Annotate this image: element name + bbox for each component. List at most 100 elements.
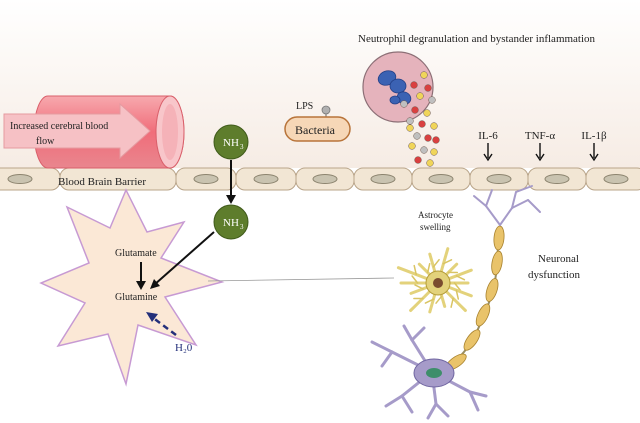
bacteria <box>284 116 351 142</box>
water-arrow <box>151 316 177 336</box>
granule <box>418 120 426 128</box>
granule <box>426 159 434 167</box>
neuronal-label-line1: Neuronal <box>538 253 579 265</box>
neuron-dendrite <box>468 390 480 412</box>
granule <box>406 117 414 125</box>
neuron-nucleus <box>426 368 442 378</box>
myelin-segment <box>463 329 481 351</box>
ammonia-arrowhead <box>150 279 160 289</box>
astrocyte-label-line1: Astrocyte <box>418 210 453 220</box>
neuron-dendrite <box>384 394 404 408</box>
granule <box>430 148 438 156</box>
granule <box>428 96 436 104</box>
ammonia-blood: NH 3 <box>213 124 249 160</box>
ammonia-brain: NH 3 <box>213 204 249 240</box>
neuronal-label-line2: dysfunction <box>528 269 580 281</box>
astrocyte-label-line2: swelling <box>420 222 451 232</box>
connector-line <box>207 277 395 282</box>
bacteria-label: Bacteria <box>295 123 336 137</box>
astrocyte <box>396 247 473 314</box>
astrocyte-branch <box>455 289 460 300</box>
svg-text:NH: NH <box>223 217 239 229</box>
myelin-segment <box>491 250 503 276</box>
astrocyte-branch <box>455 275 466 281</box>
axon-terminal <box>485 205 501 226</box>
lps-molecule <box>321 105 331 115</box>
axon-terminal <box>515 185 533 193</box>
axon-terminal <box>473 195 487 207</box>
cytokine-label: IL-1β <box>581 130 607 142</box>
astrocyte-branch <box>442 259 453 265</box>
granule <box>414 156 422 164</box>
neuron-dendrite <box>426 402 438 420</box>
endothelial-nucleus <box>544 174 570 184</box>
astrocyte-branch <box>432 258 440 268</box>
ammonia-crossing-arrowhead <box>226 195 236 204</box>
granule <box>400 100 408 108</box>
granule <box>406 124 414 132</box>
astrocyte-branch <box>414 284 424 290</box>
granule <box>432 136 440 144</box>
astrocyte-branch <box>450 297 454 308</box>
granule <box>424 134 432 142</box>
svg-text:NH: NH <box>223 137 239 149</box>
svg-text:3: 3 <box>240 223 244 231</box>
astrocyte-branch <box>413 264 417 276</box>
granule <box>430 122 438 130</box>
neuron-dendrite <box>434 402 450 418</box>
astrocyte-branch <box>424 298 435 304</box>
blood-flow-label-line1: Increased cerebral blood <box>10 121 108 132</box>
neutrophil-title: Neutrophil degranulation and bystander i… <box>358 33 596 45</box>
blood-flow-label-line2: flow <box>36 136 55 147</box>
cytokine-arrowhead <box>483 153 493 162</box>
granule <box>424 84 432 92</box>
axon-terminal <box>511 199 529 209</box>
axon-terminal <box>511 191 517 209</box>
myelin-segment <box>485 278 499 302</box>
myelin-segment <box>493 225 505 251</box>
granule <box>423 109 431 117</box>
neutrophil-nucleus <box>377 70 412 105</box>
endothelial-nucleus <box>603 174 629 184</box>
cytokine-arrowhead <box>589 153 599 162</box>
neuron-dendrite <box>370 340 394 354</box>
neuron-dendrite <box>380 350 394 368</box>
neuron-dendrite <box>468 390 488 398</box>
svg-text:3: 3 <box>240 143 244 151</box>
blood-flow-arrow <box>3 102 151 160</box>
glutamine-label: Glutamine <box>115 292 158 303</box>
cytokine-arrowhead <box>535 153 545 162</box>
neuron-dendrite <box>410 326 426 342</box>
axon-terminal <box>485 189 493 207</box>
lps-label: LPS <box>296 101 313 112</box>
endothelial-nucleus <box>193 174 219 184</box>
endothelial-nucleus <box>486 174 512 184</box>
astrocyte-metabolism-star <box>39 188 225 387</box>
granule <box>411 106 419 114</box>
water-arrowhead <box>146 312 158 322</box>
bbb-label: Blood Brain Barrier <box>58 176 146 188</box>
cytokine-label: TNF-α <box>525 130 555 142</box>
astrocyte-nucleus <box>433 278 443 288</box>
astrocyte-branch <box>453 282 461 291</box>
axon-terminal <box>527 199 541 213</box>
astrocyte-branch <box>426 262 431 274</box>
granule <box>408 142 416 150</box>
endothelial-nucleus <box>370 174 396 184</box>
granule <box>410 81 418 89</box>
astrocyte-branch <box>435 295 443 304</box>
neutrophil-granules <box>400 71 440 167</box>
astrocyte-branch <box>411 275 419 284</box>
cytokine-group: IL-6 TNF-α IL-1β <box>478 130 607 162</box>
granule <box>413 132 421 140</box>
neuron <box>370 185 541 420</box>
granule <box>420 71 428 79</box>
endothelial-nucleus <box>7 174 33 184</box>
water-label: H₂0 <box>175 342 193 354</box>
neuron-dendrite <box>400 394 414 414</box>
neuron-dendrite <box>402 324 414 342</box>
endothelial-nucleus <box>428 174 454 184</box>
myelin-segment <box>475 303 491 327</box>
cytokine-label: IL-6 <box>478 130 498 142</box>
